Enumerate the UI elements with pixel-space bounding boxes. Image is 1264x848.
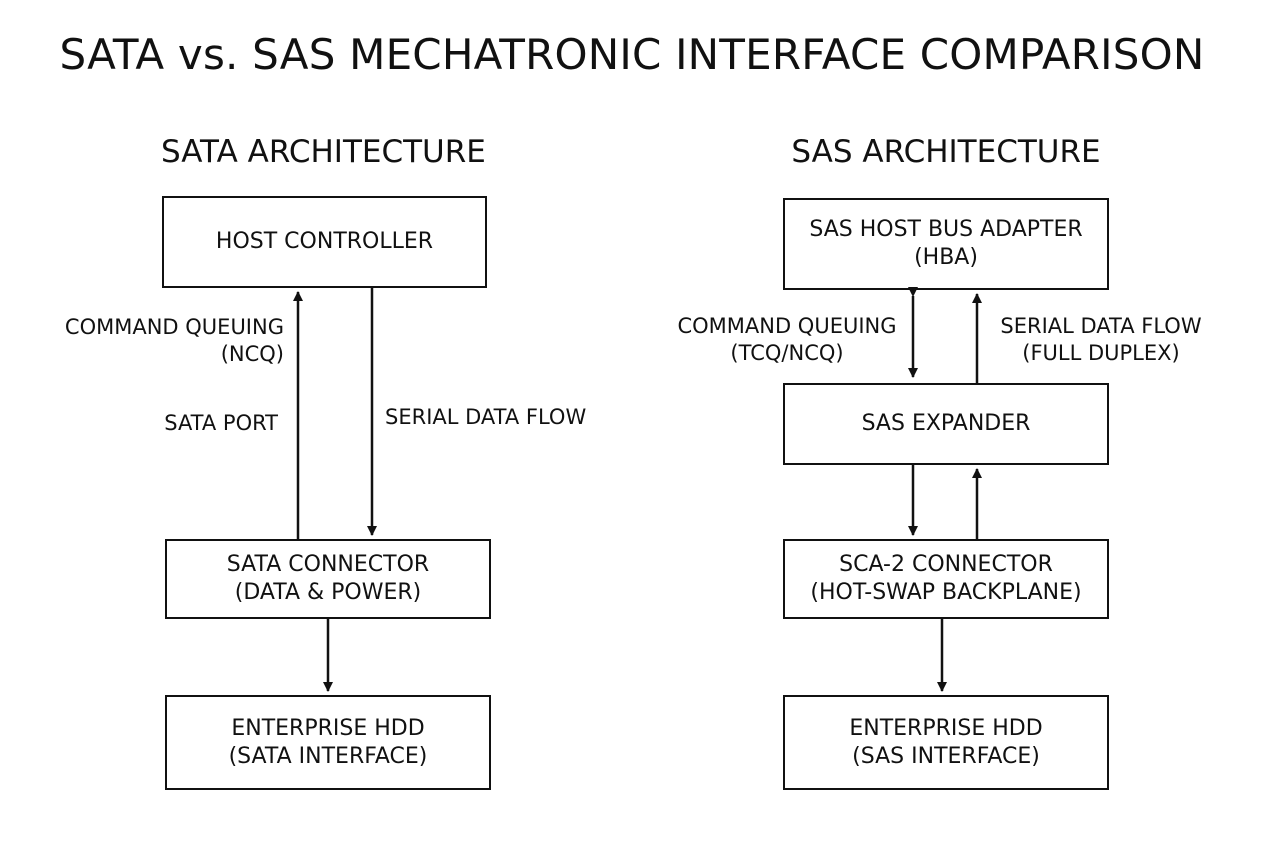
sata-host-controller-box: HOST CONTROLLER xyxy=(162,196,487,288)
sata-hdd-label: ENTERPRISE HDD xyxy=(231,715,425,741)
sas-connector-label: SCA-2 CONNECTOR xyxy=(839,552,1053,577)
sata-hdd-box: ENTERPRISE HDD (SATA INTERFACE) xyxy=(165,695,491,790)
sas-heading: SAS ARCHITECTURE xyxy=(791,134,1101,170)
sas-expander-label: SAS EXPANDER xyxy=(861,411,1031,436)
sas-serial-data-flow-text: SERIAL DATA FLOW xyxy=(1000,314,1202,338)
sata-connector-sublabel: (DATA & POWER) xyxy=(234,580,422,605)
sas-hba-sublabel: (HBA) xyxy=(914,245,978,270)
sata-hdd-sublabel: (SATA INTERFACE) xyxy=(228,743,428,769)
sata-heading: SATA ARCHITECTURE xyxy=(161,134,486,170)
sas-command-queuing-label: COMMAND QUEUING (TCQ/NCQ) xyxy=(672,313,902,367)
sata-command-queuing-subtext: (NCQ) xyxy=(220,342,284,366)
sas-connector-box: SCA-2 CONNECTOR (HOT-SWAP BACKPLANE) xyxy=(783,539,1109,619)
sata-command-queuing-text: COMMAND QUEUING xyxy=(64,315,284,339)
sas-hdd-sublabel: (SAS INTERFACE) xyxy=(852,743,1040,769)
sata-command-queuing-label: COMMAND QUEUING (NCQ) xyxy=(50,314,284,368)
sas-serial-data-flow-label: SERIAL DATA FLOW (FULL DUPLEX) xyxy=(990,313,1212,367)
sata-connector-box: SATA CONNECTOR (DATA & POWER) xyxy=(165,539,491,619)
sata-host-controller-label: HOST CONTROLLER xyxy=(215,229,434,254)
sas-command-queuing-text: COMMAND QUEUING xyxy=(677,314,897,338)
sas-hba-box: SAS HOST BUS ADAPTER (HBA) xyxy=(783,198,1109,290)
sas-hdd-label: ENTERPRISE HDD xyxy=(849,715,1043,741)
sas-expander-box: SAS EXPANDER xyxy=(783,383,1109,465)
sata-serial-data-flow-label: SERIAL DATA FLOW xyxy=(385,405,587,429)
page-title: SATA vs. SAS MECHATRONIC INTERFACE COMPA… xyxy=(59,30,1205,79)
sas-connector-sublabel: (HOT-SWAP BACKPLANE) xyxy=(810,580,1082,605)
sas-hdd-box: ENTERPRISE HDD (SAS INTERFACE) xyxy=(783,695,1109,790)
sata-connector-label: SATA CONNECTOR xyxy=(226,552,430,577)
sas-command-queuing-subtext: (TCQ/NCQ) xyxy=(730,341,844,365)
sata-port-label: SATA PORT xyxy=(164,411,278,435)
sas-hba-label: SAS HOST BUS ADAPTER xyxy=(809,217,1083,242)
sas-serial-data-flow-subtext: (FULL DUPLEX) xyxy=(1022,341,1180,365)
